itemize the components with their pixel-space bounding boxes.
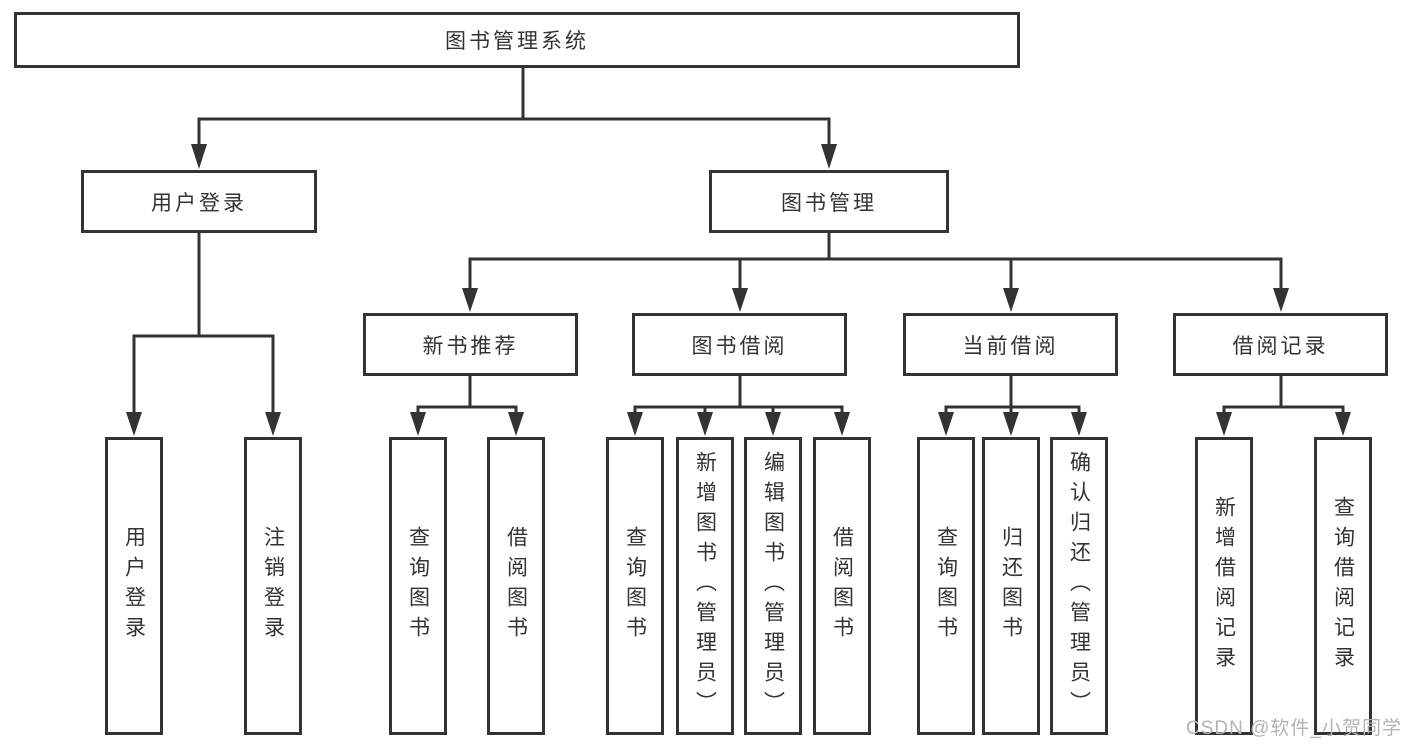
node-borrow-books: 借阅图书	[813, 437, 871, 735]
arrow-down-icon	[191, 144, 207, 169]
node-query-books-borrow: 查询图书	[606, 437, 664, 735]
node-borrow-records: 借阅记录	[1173, 313, 1388, 376]
csdn-watermark: CSDN @软件_小贺同学	[1186, 718, 1402, 739]
node-label: 编辑图书（管理员）	[761, 451, 785, 721]
node-label: 图书管理系统	[445, 30, 589, 53]
node-edit-books-admin: 编辑图书（管理员）	[744, 437, 802, 735]
arrow-down-icon	[508, 412, 524, 436]
arrow-down-icon	[1335, 412, 1351, 436]
node-add-books-admin: 新增图书（管理员）	[676, 437, 734, 735]
node-new-book-recommend: 新书推荐	[363, 313, 578, 376]
node-logout: 注销登录	[244, 437, 302, 735]
node-label: 用户登录	[151, 191, 247, 215]
arrow-down-icon	[732, 288, 748, 312]
node-query-books-recommend: 查询图书	[389, 437, 447, 735]
node-user-login-action: 用户登录	[105, 437, 163, 735]
node-label: 借阅图书	[830, 526, 854, 646]
node-label: 查询借阅记录	[1331, 496, 1355, 676]
arrow-down-icon	[1003, 412, 1019, 436]
arrow-down-icon	[697, 412, 713, 436]
node-confirm-return-admin: 确认归还（管理员）	[1050, 437, 1108, 735]
node-book-management: 图书管理	[709, 170, 949, 233]
arrow-down-icon	[126, 412, 142, 436]
arrow-down-icon	[1216, 412, 1232, 436]
node-label: 查询图书	[934, 526, 958, 646]
node-label: 借阅图书	[504, 526, 528, 646]
node-label: 新书推荐	[422, 334, 519, 358]
node-label: 图书管理	[781, 191, 877, 215]
arrow-down-icon	[1071, 412, 1087, 436]
node-borrow-books-recommend: 借阅图书	[487, 437, 545, 735]
node-label: 用户登录	[122, 526, 146, 646]
node-book-borrow: 图书借阅	[632, 313, 847, 376]
arrow-down-icon	[627, 412, 643, 436]
node-label: 确认归还（管理员）	[1067, 451, 1091, 721]
node-query-borrow-record: 查询借阅记录	[1314, 437, 1372, 735]
node-return-books: 归还图书	[982, 437, 1040, 735]
arrow-down-icon	[821, 144, 837, 169]
node-label: 新增图书（管理员）	[693, 451, 717, 721]
arrow-down-icon	[765, 412, 781, 436]
node-label: 图书借阅	[691, 334, 788, 358]
node-label: 查询图书	[406, 526, 430, 646]
arrow-down-icon	[265, 412, 281, 436]
arrow-down-icon	[1003, 288, 1019, 312]
node-library-system: 图书管理系统	[14, 12, 1020, 68]
node-add-borrow-record: 新增借阅记录	[1195, 437, 1253, 735]
node-label: 当前借阅	[962, 334, 1059, 358]
node-label: 新增借阅记录	[1212, 496, 1236, 676]
arrow-down-icon	[938, 412, 954, 436]
node-user-login: 用户登录	[81, 170, 317, 233]
node-current-borrow: 当前借阅	[903, 313, 1118, 376]
node-label: 归还图书	[999, 526, 1023, 646]
node-label: 查询图书	[623, 526, 647, 646]
arrow-down-icon	[1273, 288, 1289, 312]
node-label: 借阅记录	[1232, 334, 1329, 358]
arrow-down-icon	[462, 288, 478, 312]
arrow-down-icon	[410, 412, 426, 436]
node-query-books-current: 查询图书	[917, 437, 975, 735]
arrow-down-icon	[834, 412, 850, 436]
node-label: 注销登录	[261, 526, 285, 646]
